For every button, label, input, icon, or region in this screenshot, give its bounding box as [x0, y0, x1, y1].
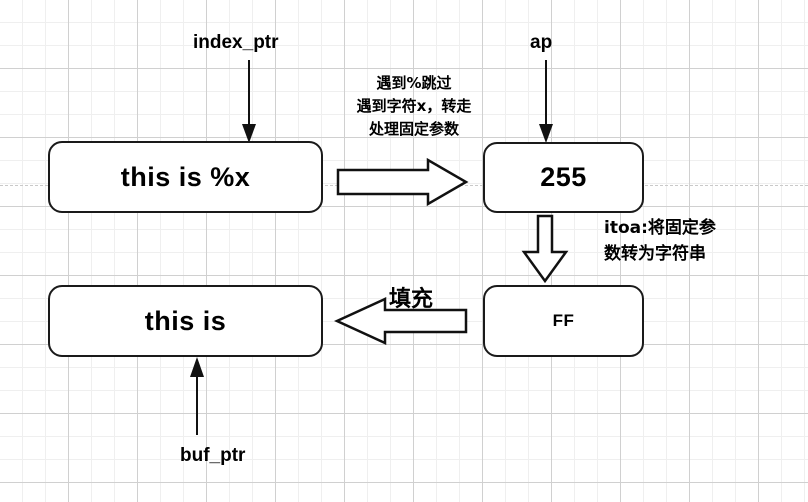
arrow-ap-ptr: [539, 60, 553, 143]
node-vararg-value[interactable]: 255: [483, 142, 644, 213]
block-arrow-parse: [336, 157, 469, 207]
node-output-buffer-label: this is: [144, 305, 227, 336]
node-hex-string[interactable]: FF: [483, 285, 644, 357]
arrow-index-ptr: [242, 60, 256, 143]
label-ap-ptr: ap: [530, 32, 553, 53]
annotation-fill: 填充: [389, 287, 434, 312]
annotation-parse-rule: 遇到%跳过 遇到字符x，转走 处理固定参数: [338, 72, 490, 141]
node-hex-string-label: FF: [552, 311, 575, 330]
node-output-buffer[interactable]: this is: [48, 285, 323, 357]
annotation-parse-rule-line2: 遇到字符x，转走: [356, 97, 472, 115]
label-buf-ptr: buf_ptr: [180, 445, 246, 466]
node-vararg-value-label: 255: [540, 162, 587, 192]
node-format-string-label: this is %x: [120, 161, 251, 192]
annotation-parse-rule-line3: 处理固定参数: [368, 120, 459, 138]
block-arrow-itoa: [521, 214, 569, 284]
annotation-itoa-line1: itoa:将固定参: [604, 218, 716, 238]
node-format-string[interactable]: this is %x: [48, 141, 323, 213]
label-index-ptr: index_ptr: [193, 32, 279, 53]
annotation-parse-rule-line1: 遇到%跳过: [376, 74, 452, 92]
annotation-itoa: itoa:将固定参 数转为字符串: [604, 215, 804, 267]
arrow-buf-ptr: [190, 357, 204, 435]
annotation-itoa-line2: 数转为字符串: [604, 244, 706, 264]
